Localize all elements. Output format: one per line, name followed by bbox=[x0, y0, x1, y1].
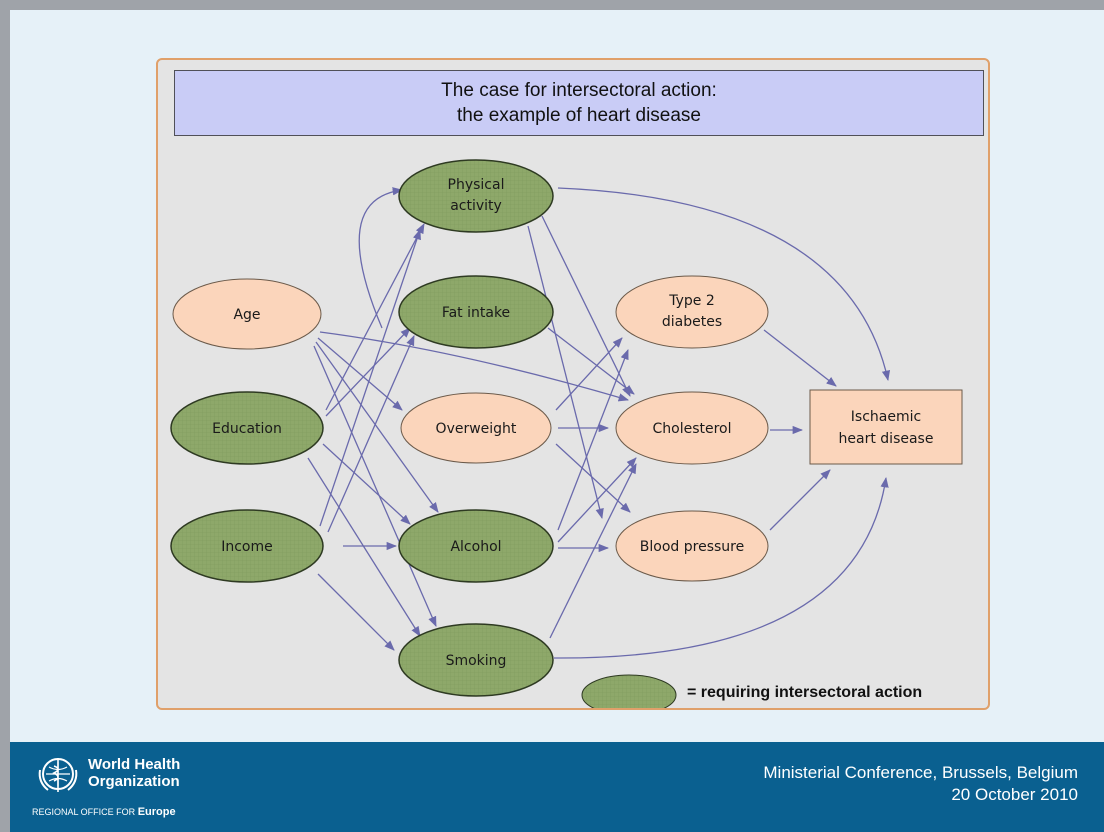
causal-diagram: Physical activity Fat intake Age Educati… bbox=[170, 159, 963, 708]
arrow-smoking-to-cholesterol bbox=[549, 463, 637, 639]
node-smoking: Smoking bbox=[398, 623, 554, 697]
arrow-age-to-cholesterol bbox=[319, 331, 629, 402]
arrow-education-to-alcohol bbox=[322, 443, 411, 525]
arrow-age-to-smoking bbox=[313, 345, 437, 627]
legend-swatch bbox=[581, 674, 677, 708]
ischaemic-label-2: heart disease bbox=[839, 431, 934, 447]
arrow-physical-to-cholesterol bbox=[541, 215, 631, 397]
who-emblem-icon bbox=[38, 758, 78, 792]
slide: The case for intersectoral action: the e… bbox=[10, 10, 1104, 832]
arrow-education-to-fat bbox=[325, 327, 411, 417]
legend-text: = requiring intersectoral action bbox=[687, 684, 923, 701]
conference-info: Ministerial Conference, Brussels, Belgiu… bbox=[763, 762, 1078, 806]
arrow-education-to-physical bbox=[325, 223, 425, 411]
footer-bar: World Health Organization REGIONAL OFFIC… bbox=[10, 742, 1104, 832]
node-physical-activity: Physical activity bbox=[398, 159, 554, 233]
arrow-income-to-physical bbox=[319, 229, 421, 527]
arrow-alcohol-to-diabetes bbox=[557, 349, 629, 531]
who-region-prefix: REGIONAL OFFICE FOR bbox=[32, 807, 136, 817]
type2-diabetes-label-2: diabetes bbox=[662, 314, 722, 330]
arrow-physical-to-ihd bbox=[557, 187, 891, 382]
arrow-overweight-to-blood-pressure bbox=[555, 443, 631, 513]
arrow-income-to-smoking bbox=[317, 573, 395, 651]
arrow-age-to-overweight bbox=[317, 337, 403, 411]
arrow-education-to-smoking bbox=[307, 457, 421, 637]
type2-diabetes-label-1: Type 2 bbox=[668, 293, 715, 309]
age-label: Age bbox=[233, 307, 260, 323]
physical-activity-label-2: activity bbox=[450, 198, 502, 214]
node-fat-intake: Fat intake bbox=[398, 275, 554, 349]
who-region: REGIONAL OFFICE FOR Europe bbox=[32, 806, 176, 818]
node-alcohol: Alcohol bbox=[398, 509, 554, 583]
node-overweight: Overweight bbox=[400, 392, 552, 464]
conference-date: 20 October 2010 bbox=[951, 785, 1078, 804]
diagram-panel: The case for intersectoral action: the e… bbox=[156, 58, 990, 710]
node-education: Education bbox=[170, 391, 324, 465]
node-type2-diabetes: Type 2 diabetes bbox=[615, 275, 769, 349]
arrow-physical-to-blood-pressure bbox=[527, 225, 604, 520]
arrow-diabetes-to-ihd bbox=[763, 329, 837, 387]
node-income: Income bbox=[170, 509, 324, 583]
node-blood-pressure: Blood pressure bbox=[615, 510, 769, 582]
arrow-blood-pressure-to-ihd bbox=[769, 469, 831, 531]
title-line-1: The case for intersectoral action: bbox=[441, 80, 717, 101]
title-line-2: the example of heart disease bbox=[457, 105, 701, 126]
node-cholesterol: Cholesterol bbox=[615, 391, 769, 465]
diagram-title: The case for intersectoral action: the e… bbox=[174, 70, 984, 136]
ischaemic-label-1: Ischaemic bbox=[851, 409, 921, 425]
education-label: Education bbox=[212, 421, 282, 437]
arrow-alcohol-to-cholesterol bbox=[557, 457, 637, 543]
who-name-line-1: World Health bbox=[88, 756, 181, 773]
income-label: Income bbox=[221, 539, 273, 555]
who-name-line-2: Organization bbox=[88, 773, 180, 790]
arrow-age-to-alcohol bbox=[315, 341, 439, 513]
causal-arrows bbox=[307, 187, 891, 659]
arrow-fat-to-cholesterol bbox=[547, 327, 635, 395]
cholesterol-label: Cholesterol bbox=[652, 421, 731, 437]
overweight-label: Overweight bbox=[436, 421, 517, 437]
who-region-name: Europe bbox=[137, 806, 176, 818]
node-age: Age bbox=[172, 278, 322, 350]
blood-pressure-label: Blood pressure bbox=[640, 539, 744, 555]
node-ischaemic-heart-disease: Ischaemic heart disease bbox=[809, 389, 963, 465]
fat-intake-label: Fat intake bbox=[442, 305, 510, 321]
arrow-smoking-to-ihd bbox=[553, 476, 889, 659]
conference-name: Ministerial Conference, Brussels, Belgiu… bbox=[763, 763, 1078, 782]
who-wordmark: World Health Organization bbox=[88, 756, 180, 790]
arrow-income-to-fat bbox=[327, 335, 415, 533]
alcohol-label: Alcohol bbox=[450, 539, 501, 555]
physical-activity-label-1: Physical bbox=[448, 177, 505, 193]
smoking-label: Smoking bbox=[446, 653, 507, 669]
arrow-overweight-to-diabetes bbox=[555, 337, 623, 411]
arrow-age-curve-to-physical bbox=[358, 187, 404, 329]
